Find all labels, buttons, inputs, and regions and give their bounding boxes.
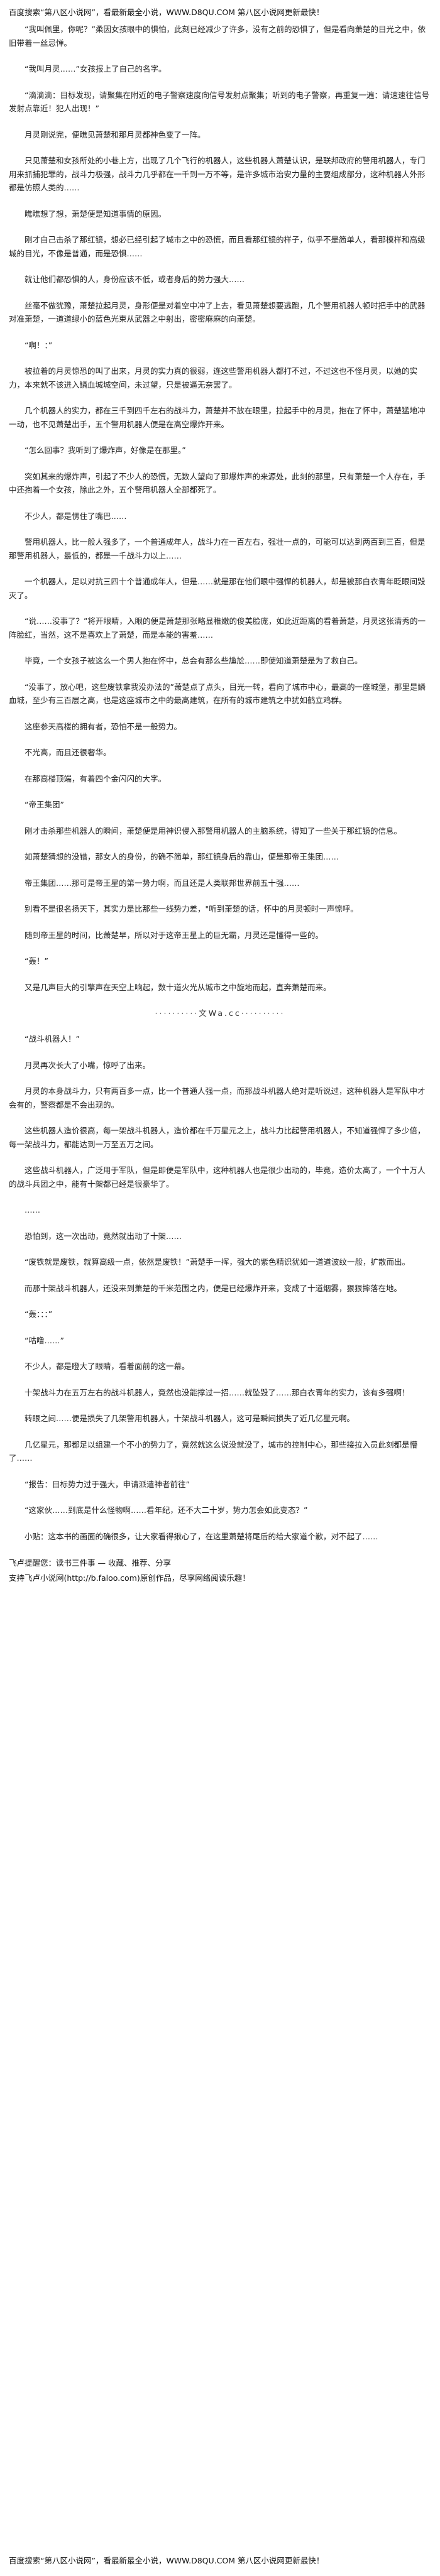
paragraph: 警用机器人，比一般人强多了，一个普通成年人，战斗力在一百左右，强壮一点的，可能可… [9, 537, 426, 560]
paragraph: 几亿星元，那都足以组建一个不小的势力了，竟然就这么说没就没了，城市的控制中心，那… [9, 1439, 418, 1463]
chapter-content: “我叫佩里，你呢？”柔因女孩眼中的惧怕，此刻已经减少了许多，没有之前的恐惧了，但… [9, 23, 431, 1586]
paragraph: 瞧瞧想了想，萧楚便是知道事情的原因。 [25, 209, 167, 219]
paragraph: 又是几声巨大的引擎声在天空上响起，数十道火光从城市之中旋地而起，直奔萧楚而来。 [25, 982, 331, 992]
paragraph: 随到帝王星的时间，比萧楚早，所以对于这帝王星上的巨无霸，月灵还是懂得一些的。 [25, 930, 324, 940]
paragraph: …… [25, 1205, 40, 1214]
paragraph: “废铁就是废铁，就算高级一点，依然是废铁！”萧楚手一挥，强大的紫色精识犹如一道道… [25, 1257, 410, 1267]
paragraph: “没事了，放心吧，这些废铁拿我没办法的”萧楚点了点头，目光一转，看向了城市中心，… [9, 682, 426, 706]
paragraph: 这座参天高楼的拥有者，恐怕不是一般势力。 [25, 721, 182, 731]
paragraph: “轰！” [25, 956, 48, 966]
paragraph: 不光高，而且还很奢华。 [25, 748, 111, 757]
paragraph: 被拉着的月灵惊恐的叫了出来，月灵的实力真的很弱，连这些警用机器人都打不过，不过这… [9, 366, 418, 390]
paragraph: 只见萧楚和女孩所处的小巷上方，出现了几个飞行的机器人，这些机器人萧楚认识，是联邦… [9, 156, 426, 192]
paragraph: “滴滴滴：目标发现，请聚集在附近的电子警察速度向信号发射点聚集；听到的电子警察，… [9, 90, 429, 114]
paragraph: 十架战斗力在五万左右的战斗机器人，竟然也没能撑过一招……就坠毁了……那白衣青年的… [25, 1387, 410, 1397]
paragraph: “轰：：：” [25, 1309, 53, 1319]
paragraph: 几个机器人的实力，都在三千到四千左右的战斗力，萧楚并不放在眼里，拉起手中的月灵，… [9, 406, 426, 429]
paragraph: 而那十架战斗机器人，还没来到萧楚的千米范围之内，便是已经爆炸开来，变成了十道烟雾… [25, 1283, 402, 1293]
paragraph: “怎么回事？我听到了爆炸声，好像是在那里。” [25, 445, 186, 455]
paragraph: 转眼之间……便是损失了几架警用机器人，十架战斗机器人，这可是瞬间损失了近几亿星元… [25, 1414, 355, 1423]
paragraph: 小贴：这本书的画面的确很多，让大家看得揪心了，在这里萧楚将尾后的给大家道个歉，对… [25, 1531, 378, 1541]
paragraph: 刚才自己击杀了那红镜，想必已经引起了城市之中的恐慌，而且看那红镜的样子，似乎不是… [9, 235, 426, 258]
paragraph: 月灵的本身战斗力，只有两百多一点，比一个普通人强一点，而那战斗机器人绝对是听说过… [9, 1086, 426, 1110]
paragraph: “咕噜……” [25, 1335, 64, 1345]
paragraph: 丝毫不做犹豫，萧楚拉起月灵，身形便是对着空中冲了上去，看见萧楚想要逃跑，几个警用… [9, 300, 426, 324]
footer-tip: 飞卢提醒您：读书三件事 — 收藏、推荐、分享 [9, 1558, 171, 1568]
paragraph: “啊！：” [25, 340, 53, 350]
paragraph: “说……没事了？”将开眼睛，入眼的便是萧楚那张略显稚嫩的俊美脸庞，如此近距离的看… [9, 616, 426, 640]
paragraph: 不少人，都是瞪大了眼睛，看着面前的这一幕。 [25, 1362, 190, 1371]
bottom-banner: 百度搜索“第八区小说网”，看最新最全小说，WWW.D8QU.COM 第八区小说网… [9, 2556, 324, 2565]
paragraph: 恐怕到，这一次出动，竟然就出动了十架…… [25, 1231, 182, 1241]
paragraph: 不少人，都是愣住了嘴巴…… [25, 511, 127, 521]
paragraph: “我叫佩里，你呢？”柔因女孩眼中的惧怕，此刻已经减少了许多，没有之前的恐惧了，但… [9, 25, 426, 48]
paragraph: 帝王集团……那可是帝王星的第一势力啊，而且还是人类联邦世界前五十强…… [25, 878, 300, 888]
paragraph: 这些机器人造价很高，每一架战斗机器人，造价都在千万星元之上，战斗力比起警用机器人… [9, 1126, 426, 1149]
paragraph-group-2: “战斗机器人！” 月灵再次长大了小嘴，惊呼了出来。月灵的本身战斗力，只有两百多一点… [9, 1032, 431, 1543]
footer-support: 支持飞卢小说网(http://b.faloo.com)原创作品，尽享网络阅读乐趣… [9, 1571, 431, 1586]
paragraph: 月灵再次长大了小嘴，惊呼了出来。 [25, 1060, 151, 1070]
footer-block: 飞卢提醒您：读书三件事 — 收藏、推荐、分享 支持飞卢小说网(http://b.… [9, 1556, 431, 1586]
paragraph: “帝王集团” [25, 800, 64, 809]
paragraph: “战斗机器人！” [25, 1034, 80, 1044]
paragraph: 这些战斗机器人，广泛用于军队，但是即便是军队中，这种机器人也是很少出动的，毕竟，… [9, 1165, 426, 1189]
paragraph: 一个机器人，足以对抗三四十个普通成年人，但是……就是那在他们眼中强悍的机器人，却… [9, 577, 426, 600]
paragraph: 如萧楚猜想的没错，那女人的身份，的确不简单，那红镜身后的靠山，便是那帝王集团…… [25, 852, 339, 861]
paragraph: 突如其来的爆炸声，引起了不少人的恐慌，无数人望向了那爆炸声的来源处，此刻的那里，… [9, 471, 426, 495]
paragraph: 月灵刚说完，便瞧见萧楚和那月灵都神色变了一阵。 [25, 129, 206, 139]
paragraph: “我叫月灵……”女孩报上了自己的名字。 [25, 64, 167, 74]
paragraph: “这家伙……到底是什么怪物啊……看年纪，还不大二十岁，势力怎会如此变态？” [25, 1505, 308, 1515]
paragraph: 在那高楼顶端，有着四个金闪闪的大字。 [25, 773, 167, 783]
paragraph: 就让他们都恐惧的人，身份应该不低，或者身后的势力强大…… [25, 275, 245, 284]
paragraph-group-1: “我叫佩里，你呢？”柔因女孩眼中的惧怕，此刻已经减少了许多，没有之前的恐惧了，但… [9, 23, 431, 994]
section-divider: ··········文Wa.cc·········· [155, 1008, 285, 1018]
paragraph: “报告：目标势力过于强大，申请派遣神者前往” [25, 1479, 190, 1489]
paragraph: 毕竟，一个女孩子被这么一个男人抱在怀中，总会有那么些尴尬……即使知道萧楚是为了救… [25, 656, 363, 665]
paragraph: 别看不是很名扬天下，其实力是比那些一线势力差，"听到萧楚的话，怀中的月灵顿时一声… [25, 904, 358, 914]
paragraph: 刚才击杀那些机器人的瞬间，萧楚便是用神识侵入那警用机器人的主脑系统，得知了一些关… [25, 826, 402, 836]
support-link[interactable]: 支持飞卢小说网(http://b.faloo.com)原创作品，尽享网络阅读乐趣… [9, 1573, 250, 1583]
top-banner: 百度搜索“第八区小说网”，看最新最全小说，WWW.D8QU.COM 第八区小说网… [9, 8, 324, 17]
